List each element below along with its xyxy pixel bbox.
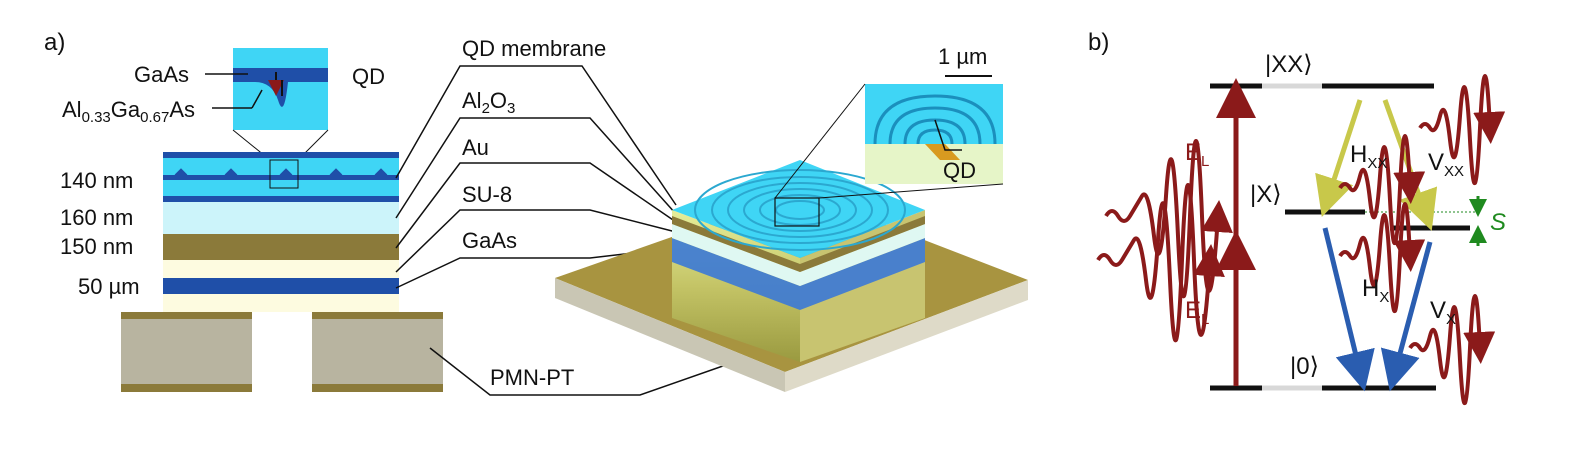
- laser-wavepackets: [1096, 139, 1233, 342]
- pmnpt-substrate: [121, 312, 443, 392]
- layer-stack: [163, 152, 399, 312]
- gaas-layer: [163, 278, 399, 294]
- device-inset: [865, 84, 1003, 184]
- vxx-label: VXX: [1428, 149, 1464, 180]
- thickness-50um: 50 µm: [78, 274, 140, 299]
- level-0-label: |0⟩: [1290, 353, 1319, 380]
- thickness-150: 150 nm: [60, 234, 133, 259]
- hx-label: HX: [1362, 275, 1389, 306]
- hx-arrow: [1322, 227, 1375, 392]
- inset-gaas-label: GaAs: [134, 62, 189, 87]
- label-au: Au: [462, 135, 489, 160]
- al2o3-layer: [163, 202, 399, 234]
- thickness-160: 160 nm: [60, 205, 133, 230]
- vx-label: VX: [1430, 297, 1456, 328]
- thickness-140: 140 nm: [60, 168, 133, 193]
- hxx-arrow: [1315, 99, 1363, 218]
- level-x-label: |X⟩: [1250, 181, 1282, 208]
- au-layer: [163, 234, 399, 260]
- su8-layer: [163, 260, 399, 278]
- membrane-top-layer: [163, 152, 399, 158]
- label-su8: SU-8: [462, 182, 512, 207]
- splitting-label: S: [1490, 209, 1506, 236]
- leader-lines: [395, 65, 741, 396]
- hxx-label: HXX: [1350, 141, 1387, 172]
- device-qd-label: QD: [943, 158, 976, 183]
- device-3d: [555, 160, 1028, 392]
- emission-wavepackets: [1338, 74, 1506, 405]
- inset-qd-label: QD: [352, 64, 385, 89]
- panel-b-label: b): [1088, 29, 1109, 56]
- inset-algaas-label: Al0.33Ga0.67As: [62, 97, 195, 126]
- panel-a-label: a): [44, 29, 65, 56]
- qd-inset: [233, 48, 328, 130]
- zoom-box: [269, 159, 299, 189]
- scale-bar-label: 1 µm: [938, 44, 987, 69]
- label-gaas: GaAs: [462, 228, 517, 253]
- label-al2o3: Al2O3: [462, 88, 515, 117]
- label-qd-membrane: QD membrane: [462, 36, 606, 61]
- level-xx-label: |XX⟩: [1265, 51, 1313, 78]
- label-pmnpt: PMN-PT: [490, 365, 574, 390]
